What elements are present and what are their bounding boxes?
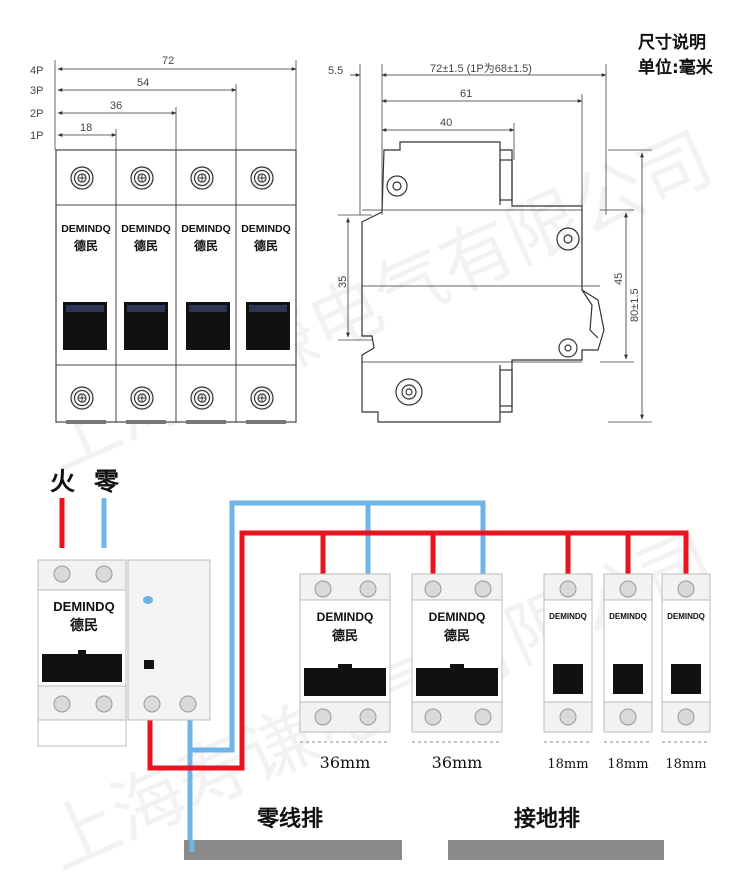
brand-name: DEMINDQ <box>609 612 647 621</box>
terminal-icon <box>314 708 332 726</box>
toggle-handle <box>671 664 701 694</box>
terminal-icon <box>53 565 71 583</box>
terminal-icon <box>95 565 113 583</box>
dim-45: 45 <box>613 273 625 285</box>
brand-cn-name: 德民 <box>70 617 98 634</box>
brand-cn-name: 德民 <box>444 628 470 644</box>
brand-cn-name: 德民 <box>254 238 278 253</box>
module-width-label: 18mm <box>547 757 588 772</box>
terminal-icon <box>314 580 332 598</box>
brand-name: DEMINDQ <box>429 610 486 624</box>
terminal-icon <box>179 695 197 713</box>
toggle-handle <box>124 302 168 350</box>
brand-name: DEMINDQ <box>549 612 587 621</box>
brand-name: DEMINDQ <box>667 612 705 621</box>
test-indicator <box>143 596 153 604</box>
terminal-icon <box>677 580 695 598</box>
terminal-icon <box>53 695 71 713</box>
front-dimension-lines: 4P 3P 2P 1P 72 54 36 18 <box>30 55 297 155</box>
brand-cn-name: 德民 <box>194 238 218 253</box>
dimension-title: 尺寸说明 <box>638 32 706 53</box>
dim-61: 61 <box>460 88 472 100</box>
brand-cn-name: 德民 <box>134 238 158 253</box>
toggle-handle <box>63 302 107 350</box>
terminal-icon <box>359 580 377 598</box>
terminal-icon <box>619 708 637 726</box>
toggle-handle <box>246 302 290 350</box>
toggle-handle <box>186 302 230 350</box>
terminal-icon <box>677 708 695 726</box>
dim-80: 80±1.5 <box>629 288 641 322</box>
terminal-screw-icon <box>190 166 214 190</box>
toggle-handle <box>42 650 122 682</box>
width-72: 72 <box>162 55 174 67</box>
width-18: 18 <box>80 122 92 134</box>
width-54: 54 <box>137 77 149 89</box>
side-view-breaker <box>361 141 605 423</box>
front-view-breaker-4p: DEMINDQ DEMINDQ DEMINDQ DEMINDQ 德民 德民 德民… <box>55 149 297 424</box>
terminal-screw-icon <box>250 166 274 190</box>
side-dimension-lines: 5.5 72±1.5 (1P为68±1.5) 61 40 35 45 80±1.… <box>328 62 652 423</box>
mcb-1p-3: DEMINDQ <box>661 573 711 733</box>
brand-cn-name: 德民 <box>74 238 98 253</box>
module-width-label: 18mm <box>665 757 706 772</box>
terminal-screw-icon <box>70 166 94 190</box>
mcb-2p-2: DEMINDQ 德民 <box>411 573 503 733</box>
terminal-screw-icon <box>130 386 154 410</box>
terminal-icon <box>619 580 637 598</box>
status-indicator <box>144 660 154 669</box>
pole-label-4p: 4P <box>30 65 43 77</box>
brand-name: DEMINDQ <box>121 223 171 235</box>
ground-bus-bar <box>448 840 664 860</box>
toggle-handle <box>304 664 386 696</box>
brand-name: DEMINDQ <box>181 223 231 235</box>
terminal-screw-icon <box>130 166 154 190</box>
brand-name: DEMINDQ <box>241 223 291 235</box>
live-label: 火 <box>50 467 75 496</box>
brand-name: DEMINDQ <box>317 610 374 624</box>
module-width-label: 36mm <box>320 753 371 772</box>
terminal-icon <box>474 708 492 726</box>
live-wires <box>59 498 689 771</box>
terminal-icon <box>424 708 442 726</box>
pole-label-1p: 1P <box>30 130 43 142</box>
brand-name: DEMINDQ <box>61 223 111 235</box>
dim-72-1p: 72±1.5 (1P为68±1.5) <box>430 62 532 75</box>
neutral-wires <box>101 498 486 855</box>
dim-40: 40 <box>440 117 452 129</box>
terminal-icon <box>143 695 161 713</box>
brand-cn-name: 德民 <box>332 628 358 644</box>
module-width-label: 18mm <box>607 757 648 772</box>
terminal-icon <box>95 695 113 713</box>
dim-35: 35 <box>337 276 349 288</box>
mcb-2p-1: DEMINDQ 德民 <box>299 573 391 733</box>
terminal-icon <box>424 580 442 598</box>
brand-name: DEMINDQ <box>53 599 114 614</box>
neutral-label: 零 <box>93 467 120 496</box>
terminal-screw-icon <box>190 386 214 410</box>
ground-bar-label: 接地排 <box>514 807 580 832</box>
terminal-icon <box>474 580 492 598</box>
pole-label-3p: 3P <box>30 85 43 97</box>
toggle-handle <box>416 664 498 696</box>
neutral-bus-bar <box>184 840 402 860</box>
mcb-1p-1: DEMINDQ <box>543 573 593 733</box>
terminal-icon <box>559 580 577 598</box>
terminal-icon <box>559 708 577 726</box>
dim-5-5: 5.5 <box>328 65 343 77</box>
terminal-screw-icon <box>250 386 274 410</box>
terminal-icon <box>359 708 377 726</box>
module-width-label: 36mm <box>432 753 483 772</box>
toggle-handle <box>553 664 583 694</box>
toggle-handle <box>613 664 643 694</box>
neutral-bar-label: 零线排 <box>256 806 323 832</box>
main-rcd-breaker: DEMINDQ 德民 <box>37 559 211 747</box>
terminal-screw-icon <box>70 386 94 410</box>
mcb-1p-2: DEMINDQ <box>603 573 653 733</box>
width-36: 36 <box>110 100 122 112</box>
unit-label: 单位:毫米 <box>638 57 714 78</box>
pole-label-2p: 2P <box>30 108 43 120</box>
